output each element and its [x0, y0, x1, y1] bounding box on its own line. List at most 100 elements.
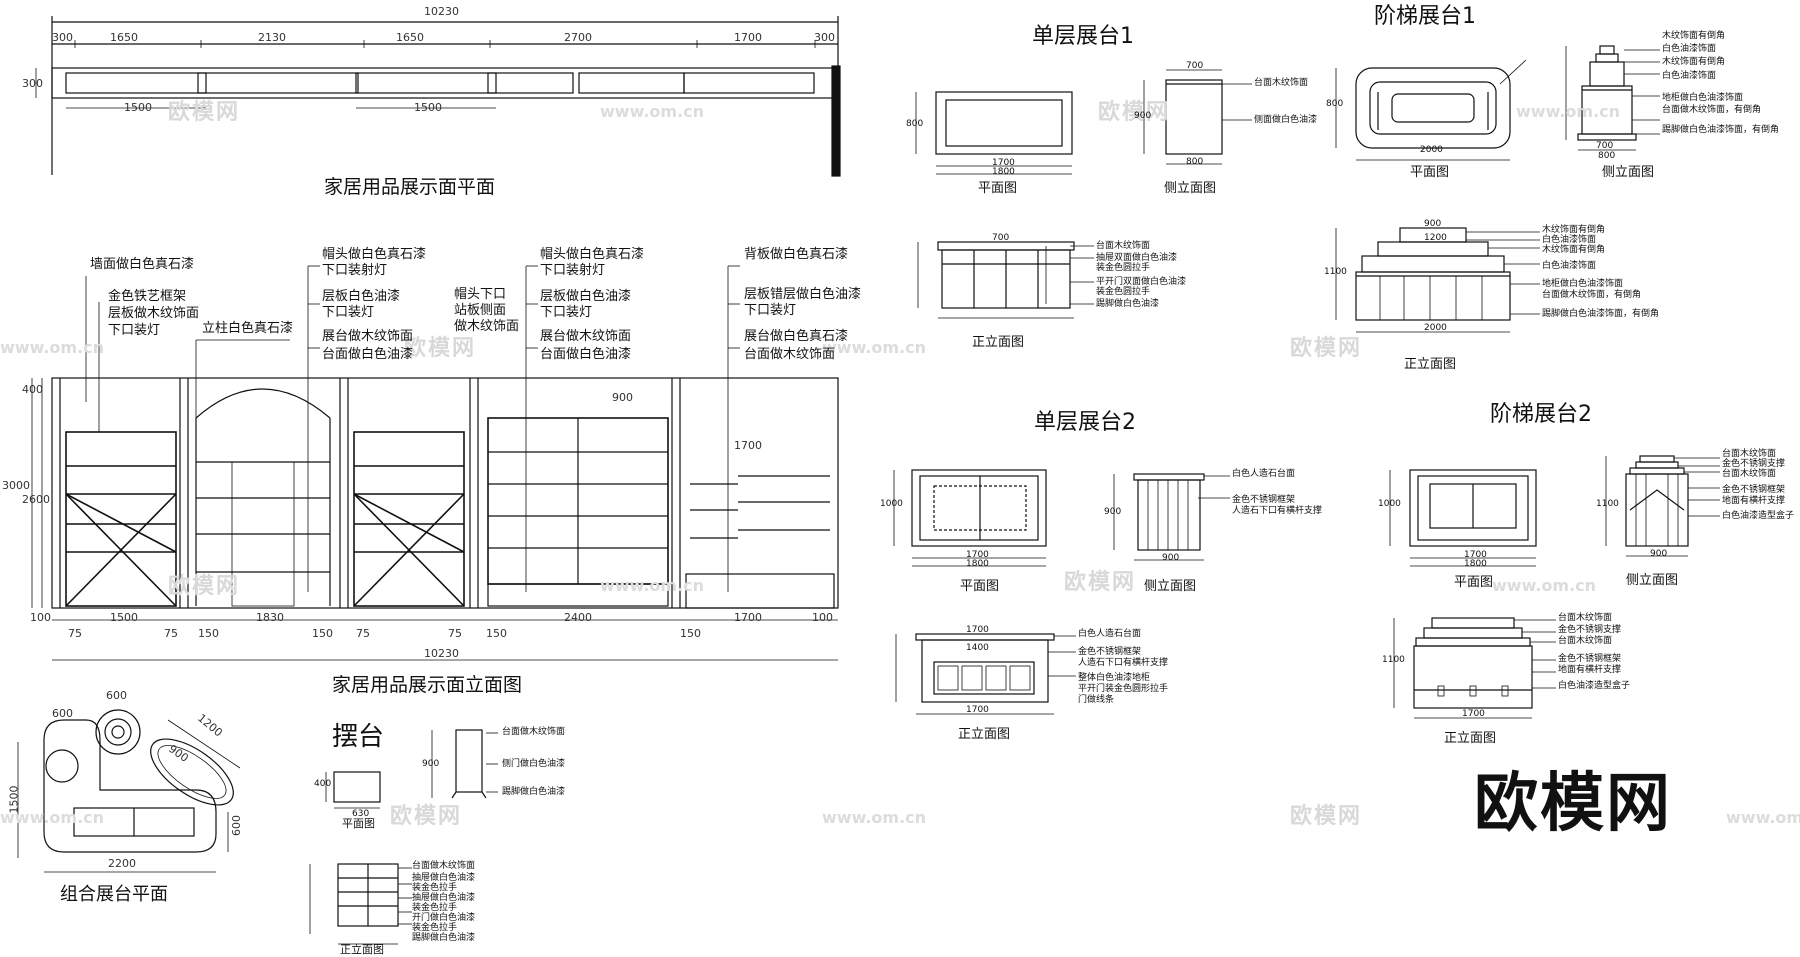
- elev-note-e2: 层板错层做白色油漆: [744, 287, 862, 302]
- single1-front-note-3: 装金色圆拉手: [1096, 263, 1151, 273]
- baitai-title: 摆台: [332, 722, 385, 752]
- watermark-brand-8: 欧模网: [1290, 804, 1363, 829]
- stepped2-side-note-4: 金色不锈钢框架: [1722, 485, 1786, 495]
- combo-dim-2: 600: [106, 689, 127, 702]
- stepped1-front-note-6: 台面做木纹饰面，有倒角: [1542, 290, 1642, 300]
- stepped1-front-label: 正立面图: [1404, 357, 1457, 372]
- single1-lines: [915, 69, 1252, 319]
- baitai-side-note-3: 踢脚做白色油漆: [502, 787, 566, 797]
- stepped1-front-note-2: 白色油漆饰面: [1542, 235, 1597, 245]
- stepped1-dim-8: 2000: [1424, 323, 1447, 333]
- baitai-front-note-5: 装金色拉手: [412, 903, 458, 913]
- plan-sub-dim-2: 1500: [414, 101, 442, 114]
- baitai-dim-1: 630: [352, 809, 370, 819]
- elev-note-b1: 帽头做白色真石漆: [322, 247, 427, 262]
- single2-front-note-4: 整体白色油漆地柜: [1078, 673, 1151, 683]
- stepped1-side-note-6: 台面做木纹饰面，有倒角: [1662, 105, 1762, 115]
- plan-dim-7: 300: [814, 31, 835, 44]
- elev-bottom-dim-3: 75: [68, 627, 82, 640]
- stepped1-dim-1: 2000: [1420, 145, 1443, 155]
- watermark-brand-4: 欧模网: [1290, 336, 1363, 361]
- watermark-brand-6: 欧模网: [1064, 570, 1137, 595]
- elev-inner-dim-2: 900: [612, 391, 633, 404]
- elev-bottom-dim-10: 150: [486, 627, 507, 640]
- stepped1-side-note-5: 地柜做白色油漆饰面: [1662, 93, 1744, 103]
- elev-note-c3: 做木纹饰面: [454, 319, 520, 334]
- combo-dim-1: 600: [52, 707, 73, 720]
- elev-note-e4: 展台做白色真石漆: [744, 329, 849, 344]
- plan-depth-dim: 300: [22, 77, 43, 90]
- single1-front-note-6: 踢脚做白色油漆: [1096, 299, 1160, 309]
- single2-front-note-5: 平开门装金色圆形拉手: [1078, 684, 1169, 694]
- stepped2-dim-1: 1700: [1464, 550, 1487, 560]
- elev-note-c1: 帽头下口: [454, 287, 507, 302]
- stepped2-side-label: 侧立面图: [1626, 573, 1679, 588]
- elev-bottom-dim-13: 1700: [734, 611, 762, 624]
- single1-dim-1: 1700: [992, 158, 1015, 168]
- elev-bottom-dim-8: 75: [356, 627, 370, 640]
- elev-bottom-dim-9: 75: [448, 627, 462, 640]
- single1-side-note-2: 侧面做白色油漆: [1254, 115, 1318, 125]
- plan-sub-dim-1: 1500: [124, 101, 152, 114]
- elev-bottom-dim-14: 100: [812, 611, 833, 624]
- elev-note-c2: 站板侧面: [454, 303, 507, 318]
- elev-bottom-dim-6: 1830: [256, 611, 284, 624]
- stepped1-front-note-5: 地柜做白色油漆饰面: [1542, 279, 1624, 289]
- single2-side-note-3: 人造石下口有横杆支撑: [1232, 506, 1323, 516]
- watermark-url-3: www.om.cn: [0, 338, 105, 357]
- baitai-side-note-2: 侧门做白色油漆: [502, 759, 566, 769]
- elev-bottom-dim-2: 1500: [110, 611, 138, 624]
- stepped1-front-note-3: 木纹饰面有倒角: [1542, 245, 1606, 255]
- elev-note-d1: 帽头做白色真石漆: [540, 247, 645, 262]
- combo-title: 组合展台平面: [60, 884, 168, 905]
- elev-height-dim-1: 3000: [2, 479, 30, 492]
- combo-dim-5: 600: [230, 815, 243, 836]
- combo-dim-4: 1500: [7, 785, 21, 814]
- stepped2-plan-label: 平面图: [1454, 575, 1494, 590]
- watermark-url-1: www.om.cn: [600, 102, 705, 121]
- elev-height-dim-2: 2600: [22, 493, 50, 506]
- watermark-url-6: www.om.cn: [1492, 576, 1597, 595]
- stepped2-front-note-2: 金色不锈钢支撑: [1558, 625, 1622, 635]
- stepped1-front-note-4: 白色油漆饰面: [1542, 261, 1597, 271]
- stepped2-dim-4: 1100: [1596, 499, 1619, 509]
- baitai-front-note-3: 装金色拉手: [412, 883, 458, 893]
- single2-title: 单层展台2: [1034, 410, 1136, 435]
- single2-front-label: 正立面图: [958, 727, 1011, 742]
- watermark-brand-7: 欧模网: [390, 804, 463, 829]
- stepped2-dim-6: 1100: [1382, 655, 1405, 665]
- single2-front-note-1: 白色人造石台面: [1078, 629, 1142, 639]
- elev-note-a3: 层板做木纹饰面: [108, 306, 200, 321]
- plan-total-dim: 10230: [424, 5, 459, 18]
- plan-dim-4: 1650: [396, 31, 424, 44]
- single2-front-note-6: 门做线条: [1078, 695, 1115, 705]
- stepped1-side-note-1: 木纹饰面有倒角: [1662, 31, 1726, 41]
- elev-note-e5: 台面做木纹饰面: [744, 347, 836, 362]
- stepped1-dim-7: 1200: [1424, 233, 1447, 243]
- stepped1-side-note-3: 木纹饰面有倒角: [1662, 57, 1726, 67]
- elevation-title: 家居用品展示面立面图: [332, 674, 523, 696]
- baitai-lines: [309, 729, 498, 945]
- stepped1-dim-4: 700: [1596, 141, 1614, 151]
- elev-note-a5: 立柱白色真石漆: [202, 321, 294, 336]
- stepped2-lines: [1389, 455, 1720, 719]
- watermark-url-5: www.om.cn: [600, 576, 705, 595]
- watermark-url-9: www.om.cn: [1726, 808, 1800, 827]
- stepped1-side-label: 侧立面图: [1602, 165, 1655, 180]
- single1-side-note-1: 台面木纹饰面: [1254, 78, 1309, 88]
- stepped2-front-note-6: 白色油漆造型盒子: [1558, 681, 1631, 691]
- single1-dim-5: 700: [1186, 61, 1204, 71]
- elevation-lines: [31, 265, 839, 661]
- single2-front-note-3: 人造石下口有横杆支撑: [1078, 658, 1169, 668]
- single1-title: 单层展台1: [1032, 24, 1134, 49]
- stepped1-dim-9: 1100: [1324, 267, 1347, 277]
- single2-dim-3: 1000: [880, 499, 903, 509]
- watermark-brand-1: 欧模网: [168, 100, 241, 125]
- stepped2-title: 阶梯展台2: [1490, 402, 1592, 427]
- stepped1-lines: [1335, 45, 1660, 333]
- stepped2-front-note-3: 台面木纹饰面: [1558, 636, 1613, 646]
- stepped1-front-note-1: 木纹饰面有倒角: [1542, 225, 1606, 235]
- single1-dim-2: 1800: [992, 167, 1015, 177]
- watermark-url-7: www.om.cn: [0, 808, 105, 827]
